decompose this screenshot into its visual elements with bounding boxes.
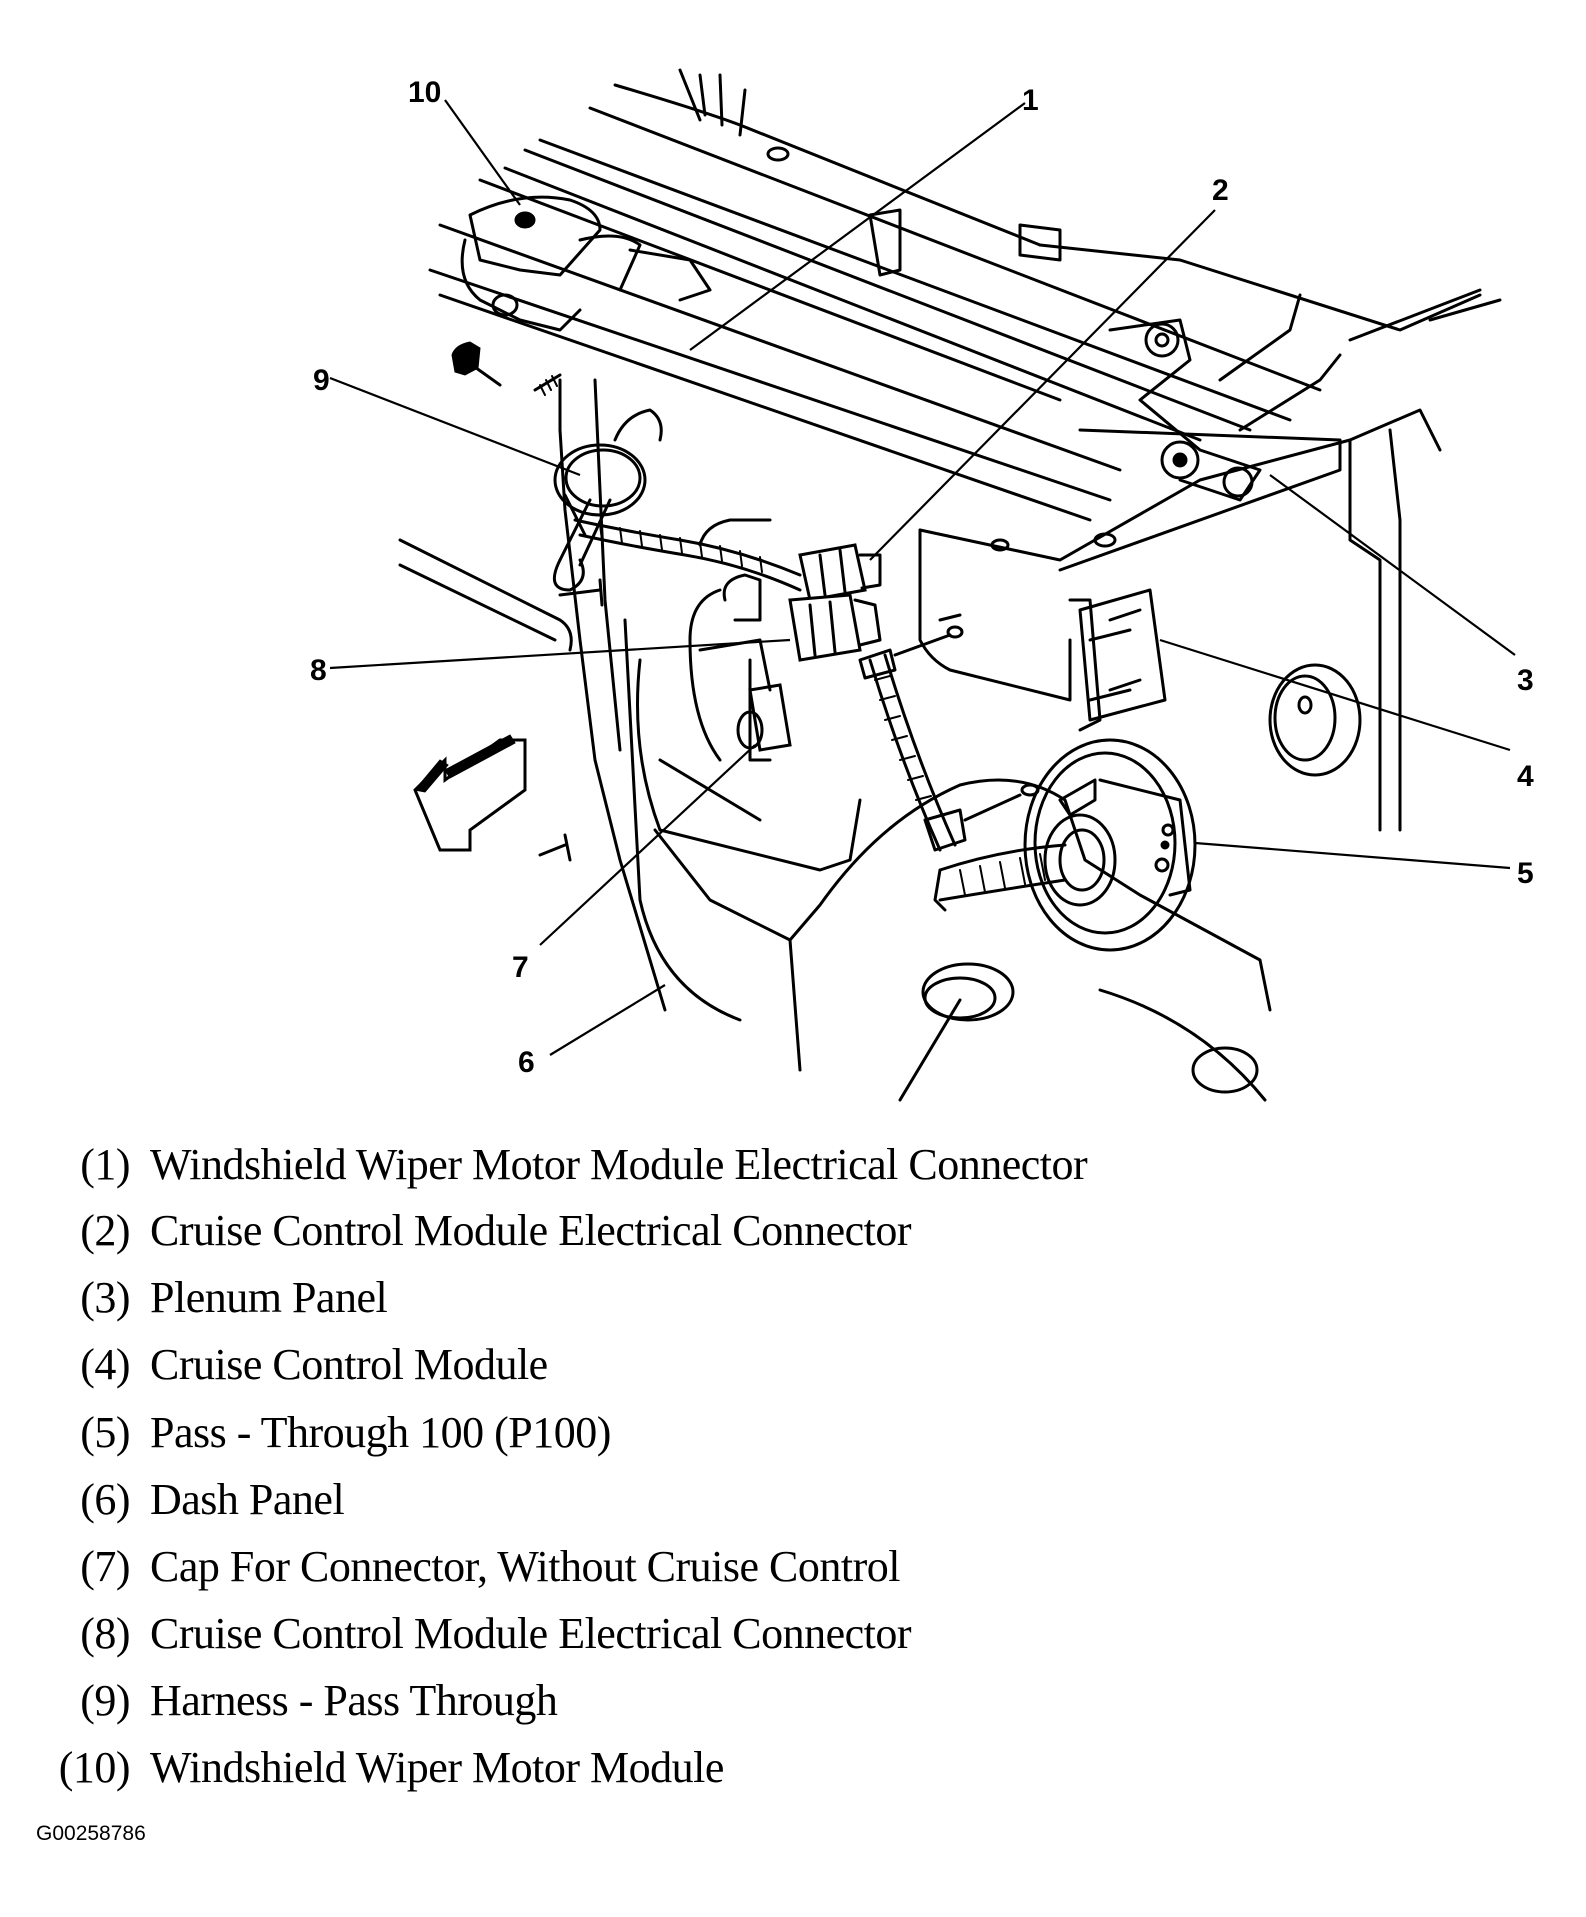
- leader-4: [1159, 638, 1511, 752]
- legend-label: Windshield Wiper Motor Module: [150, 1743, 724, 1792]
- plenum-panel: [918, 408, 1442, 832]
- legend-number: (6): [80, 1475, 130, 1524]
- callout-9: 9: [313, 364, 330, 397]
- callout-2: 2: [1212, 174, 1229, 207]
- callout-7: 7: [512, 951, 529, 984]
- legend-label: Cruise Control Module Electrical Connect…: [150, 1206, 912, 1255]
- callout-1: 1: [1022, 84, 1039, 117]
- callout-5: 5: [1517, 857, 1534, 890]
- front-direction-arrow: [413, 734, 527, 852]
- leader-10: [444, 99, 521, 206]
- connector-2: [798, 543, 882, 602]
- harness-left-branch: [573, 518, 802, 622]
- blank-grommet: [1268, 663, 1362, 777]
- callout-6: 6: [518, 1046, 535, 1079]
- legend-number: (2): [80, 1206, 130, 1255]
- connector-8: [788, 593, 882, 662]
- legend-label: Windshield Wiper Motor Module Electrical…: [150, 1140, 1088, 1189]
- callout-10: 10: [408, 76, 441, 109]
- leader-1: [689, 102, 1026, 351]
- wiring-harness: [858, 625, 1040, 852]
- callout-8: 8: [310, 654, 327, 687]
- legend-label: Cruise Control Module Electrical Connect…: [150, 1609, 912, 1658]
- figure-id: G00258786: [36, 1822, 146, 1845]
- leader-8: [329, 638, 791, 670]
- leader-5: [1194, 841, 1511, 870]
- legend-label: Cruise Control Module: [150, 1340, 548, 1389]
- pass-through-p100: [933, 738, 1197, 952]
- leader-3: [1269, 474, 1516, 656]
- legend-label: Plenum Panel: [150, 1273, 388, 1322]
- legend-label: Pass - Through 100 (P100): [150, 1408, 611, 1457]
- leader-lines: [329, 99, 1516, 1056]
- leader-9: [329, 376, 581, 477]
- legend-label: Dash Panel: [150, 1475, 345, 1524]
- legend-number: (3): [80, 1273, 130, 1322]
- fasteners: [451, 341, 962, 862]
- cruise-control-module: [1078, 588, 1167, 722]
- callout-3: 3: [1517, 664, 1534, 697]
- legend-number: (1): [80, 1140, 130, 1189]
- callout-numbers: 1 2 3 4 5 6 7 8 9 10: [310, 76, 1534, 1079]
- callout-4: 4: [1517, 760, 1534, 793]
- legend-label: Cap For Connector, Without Cruise Contro…: [150, 1542, 901, 1591]
- wiper-linkage: [1058, 293, 1342, 572]
- harness-grommet: [552, 408, 663, 592]
- diagram-drawing: 1 2 3 4 5 6 7 8 9 10: [310, 68, 1534, 1102]
- legend-number: (8): [80, 1609, 130, 1658]
- legend-number: (10): [58, 1743, 131, 1792]
- connector-cap: [698, 638, 792, 752]
- wiring-diagram: 1 2 3 4 5 6 7 8 9 10: [310, 68, 1534, 1102]
- wiper-motor-module: [460, 195, 712, 332]
- leader-6: [549, 984, 666, 1056]
- legend-number: (7): [80, 1542, 130, 1591]
- legend-number: (5): [80, 1408, 130, 1457]
- legend-number: (9): [80, 1676, 130, 1725]
- leader-2: [869, 209, 1216, 561]
- legend-number: (4): [80, 1340, 130, 1389]
- dash-panel: [398, 378, 1272, 1102]
- leader-7: [539, 744, 756, 946]
- legend-label: Harness - Pass Through: [150, 1676, 558, 1725]
